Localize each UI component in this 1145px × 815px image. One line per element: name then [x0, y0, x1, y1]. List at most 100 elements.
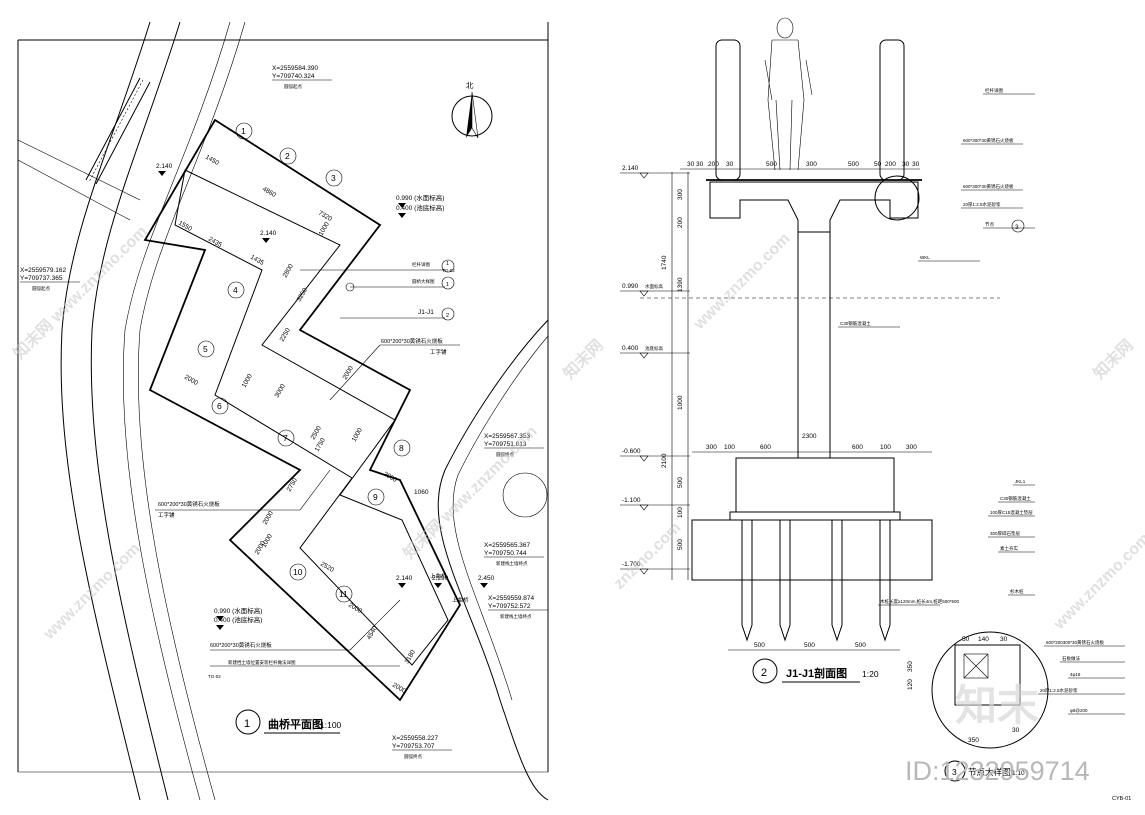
section-top-dim: 200 [708, 161, 719, 168]
coordinate-y: Y=709751.013 [484, 441, 527, 448]
grid-marker-label: 11 [339, 589, 348, 599]
road-edge [123, 21, 231, 801]
elevation-label: 0.990 (水面标高) [396, 193, 444, 202]
grid-marker-circle [197, 340, 215, 358]
road-edge [90, 21, 181, 801]
section-callout-label: JKL1 [1015, 479, 1026, 484]
detail-dimension: 30 [1012, 727, 1020, 734]
level-value: -0.600 [622, 448, 641, 455]
plan-dimension: 2000 [347, 602, 363, 615]
svg-text:曲桥平面图: 曲桥平面图 [268, 717, 323, 731]
grid-marker-label: 4 [233, 285, 238, 295]
section-callout-label: C30钢筋混凝土 [840, 320, 871, 327]
concrete-cushion [729, 511, 901, 521]
plan-dimension: 1450 [204, 154, 220, 167]
footing [735, 457, 895, 513]
section-callout-label: 20厚1:2.5水泥砂浆 [963, 201, 1001, 208]
section-callout-label: 100厚C15混凝土垫层 [990, 509, 1033, 516]
svg-text:新建挡土墙位置安装栏杆做法详图: 新建挡土墙位置安装栏杆做法详图 [228, 659, 296, 666]
section-top-dim: 500 [848, 161, 859, 168]
grid-marker-label: 9 [373, 492, 378, 502]
grid-marker-circle [335, 585, 353, 603]
detail-labels: 600*200300*30黄锈石火烧板石板做法4φ1820厚1:2.5水泥砂浆φ… [1038, 639, 1125, 715]
coordinate-y: Y=709750.744 [484, 550, 527, 557]
grid-marker-circle [393, 439, 411, 457]
gravel-bed [691, 519, 933, 581]
plan-dimension: 3180 [404, 649, 417, 665]
level-marker [639, 290, 649, 297]
path-line [17, 139, 141, 201]
svg-text:2: 2 [761, 667, 767, 679]
elevation-marker [216, 625, 224, 630]
grid-marker-label: 8 [399, 443, 404, 453]
grid-marker-circle [325, 169, 343, 187]
coordinate-y: Y=709753.707 [392, 743, 435, 750]
plan-dimension: 2250 [279, 327, 292, 343]
grid-marker-circle [279, 147, 297, 165]
elevation-label: 2.140 [156, 163, 173, 170]
detail-dimension: 30 [1000, 636, 1008, 643]
plan-dimension: 1060 [414, 489, 429, 496]
level-marker [639, 352, 649, 359]
grid-marker-circle [211, 397, 229, 415]
svg-text:1:20: 1:20 [862, 669, 879, 679]
coordinate-x: X=2559558.227 [392, 735, 438, 742]
section-callout-label: 600*300*30黄锈石火烧板 [963, 183, 1014, 190]
svg-text:1:10: 1:10 [1012, 770, 1025, 777]
path-line [17, 159, 131, 221]
coordinate-x: X=2559565.367 [484, 542, 530, 549]
bridge-outline [143, 118, 462, 702]
grid-marker-label: 7 [283, 433, 288, 443]
section-vert-dim: 100 [677, 507, 684, 518]
section-callout-label: 300厚碎石垫层 [990, 530, 1021, 537]
level-marker [639, 504, 649, 511]
plan-dimension: 2520 [319, 561, 335, 574]
svg-text:1: 1 [446, 261, 449, 267]
coordinate-x: X=2559567.353 [484, 433, 530, 440]
grid-marker-label: 1 [241, 126, 246, 136]
round-planter [502, 472, 548, 518]
section-mid-dim: 300 [906, 444, 917, 451]
coordinate-note: 圆弧终点 [496, 451, 514, 458]
detail-dimension: 350 [968, 737, 979, 744]
detail-callout-label: φ8@200 [1070, 708, 1088, 713]
detail-callout-label: 4φ18 [1070, 672, 1081, 677]
node-callout-circle [874, 175, 920, 221]
elevation-marker [158, 171, 166, 176]
grid-marker-label: 10 [293, 567, 303, 577]
coordinate-note: 圆弧终点 [404, 753, 422, 760]
section-vert-dim: 2100 [661, 453, 668, 468]
section-callout-label: 素土夯实 [1000, 545, 1018, 552]
plan-dimension: 2750 [286, 477, 299, 493]
elevation-marker [398, 213, 406, 218]
detail-dimension: 120 [907, 679, 914, 690]
svg-text:1: 1 [446, 282, 449, 288]
elevation-marker [216, 616, 224, 621]
detail-callout-label: 石板做法 [1062, 655, 1080, 662]
svg-text:TG-02: TG-02 [442, 268, 455, 273]
plan-dimension: 1000 [318, 221, 331, 237]
grid-marker-circle [367, 488, 385, 506]
svg-text:znzmo.com: znzmo.com [611, 519, 685, 593]
svg-text:J1-J1: J1-J1 [418, 309, 434, 316]
svg-text:www.znzmo.com: www.znzmo.com [690, 230, 793, 333]
coordinate-note: 新建栈土墙终点 [500, 613, 532, 620]
section-vert-dim: 500 [677, 477, 684, 488]
level-value: 0.990 [622, 283, 639, 290]
grid-marker-circle [277, 429, 295, 447]
elevation-marker [398, 583, 406, 588]
plan-dimension: 1000 [351, 427, 364, 443]
section-vert-dim: 200 [677, 217, 684, 228]
elevation-marker [262, 238, 270, 243]
detail-dimension: 50 [962, 636, 970, 643]
svg-text:600*200*30黄锈石火烧板: 600*200*30黄锈石火烧板 [158, 500, 220, 508]
plan-dimension: 4540 [366, 625, 379, 641]
road-edge-right [437, 319, 549, 801]
svg-text:www.znzmo.com: www.znzmo.com [1050, 530, 1145, 633]
